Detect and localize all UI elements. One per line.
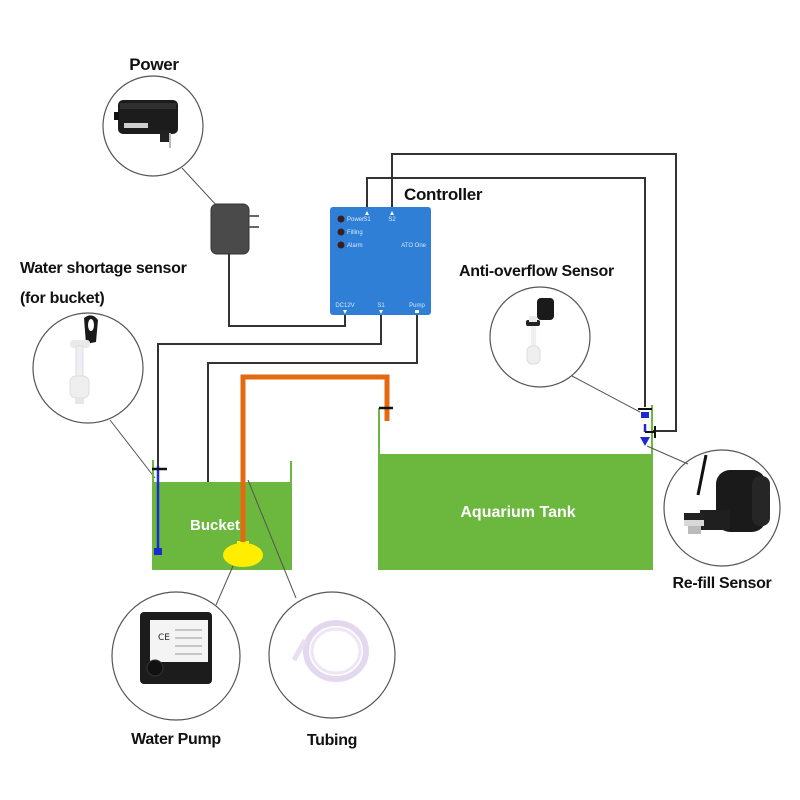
anti-overflow-sensor-bubble	[489, 286, 591, 388]
bucket: Bucket	[152, 460, 292, 570]
indicator-filling-label: Filling	[347, 230, 363, 236]
tubing-label: Tubing	[307, 732, 357, 749]
refill-sensor-probe	[640, 424, 656, 446]
indicator-alarm-led	[337, 241, 345, 249]
controller-box: S1 S2 Power Filling Alarm ATO One DC12V …	[330, 207, 431, 315]
water-shortage-leader-line	[109, 419, 156, 479]
water-shortage-bubble-circle	[32, 312, 144, 424]
water-pump-bubble: CE	[111, 591, 241, 721]
refill-leader-line	[646, 445, 689, 465]
port-s2-top-arrow-icon	[390, 211, 394, 215]
wire-s1-to-anti-overflow-sensor	[366, 177, 646, 407]
wire-s2-to-refill-sensor	[391, 153, 677, 432]
aquarium-water	[378, 454, 653, 570]
wire-s1-to-water-shortage-sensor	[157, 312, 382, 468]
wires	[157, 153, 677, 554]
anti-overflow-sensor-label: Anti-overflow Sensor	[459, 263, 614, 280]
refill-arrow-icon	[640, 437, 650, 446]
water-shortage-sensor-probe	[152, 466, 167, 555]
port-s1-top-arrow-icon	[365, 211, 369, 215]
refill-sensor-bubble	[663, 449, 781, 567]
tubing-bubble	[268, 591, 396, 719]
power-adapter-bubble	[102, 75, 204, 177]
power-label: Power	[129, 55, 179, 74]
bucket-label: Bucket	[190, 517, 240, 534]
controller-model-label: ATO One	[401, 243, 426, 249]
overflow-float-sensor-icon	[526, 298, 554, 365]
port-s1-bottom-label: S1	[377, 303, 385, 309]
port-pump-label: Pump	[409, 303, 425, 309]
aquarium-tank: Aquarium Tank	[378, 405, 653, 570]
water-shortage-sensor-label: Water shortage sensor	[20, 260, 187, 277]
anti-overflow-sensor-probe	[638, 408, 652, 418]
anti-overflow-leader-line	[571, 375, 641, 413]
port-pump-marker-icon	[415, 310, 419, 313]
water-pump-marker	[223, 541, 263, 567]
refill-sensor-icon	[684, 454, 770, 534]
water-pump-label: Water Pump	[131, 731, 221, 748]
port-s2-top-label: S2	[388, 217, 396, 223]
water-pump-leader-line	[215, 565, 234, 606]
aquarium-tank-label: Aquarium Tank	[460, 504, 575, 521]
port-dc12v-arrow-icon	[343, 310, 347, 314]
power-leader-line	[181, 167, 218, 207]
wall-adapter-icon	[210, 203, 259, 255]
water-shortage-sensor-sublabel: (for bucket)	[20, 290, 104, 307]
controller-label: Controller	[404, 185, 483, 204]
indicator-alarm-label: Alarm	[347, 243, 363, 249]
bucket-water	[153, 482, 292, 570]
tubing-leader-line	[247, 479, 297, 599]
water-pump-icon: CE	[140, 612, 212, 684]
power-adapter-icon	[114, 100, 178, 148]
wire-dc12v-to-adapter	[228, 253, 346, 327]
refill-sensor-label: Re-fill Sensor	[673, 575, 772, 592]
pump-body	[223, 543, 263, 567]
svg-text:CE: CE	[158, 633, 170, 643]
port-dc12v-label: DC12V	[335, 303, 354, 309]
port-s1-bottom-arrow-icon	[379, 310, 383, 314]
orange-tubing	[240, 374, 390, 542]
indicator-filling-led	[337, 228, 345, 236]
indicator-power-label: Power	[347, 217, 364, 223]
tubing-coil-icon	[291, 620, 369, 682]
indicator-power-led	[337, 215, 345, 223]
float-sensor-icon	[69, 315, 98, 404]
anti-overflow-bubble-circle	[489, 286, 591, 388]
water-shortage-sensor-bubble	[32, 312, 144, 424]
port-s1-top-label: S1	[363, 217, 371, 223]
tubing-bubble-circle	[268, 591, 396, 719]
